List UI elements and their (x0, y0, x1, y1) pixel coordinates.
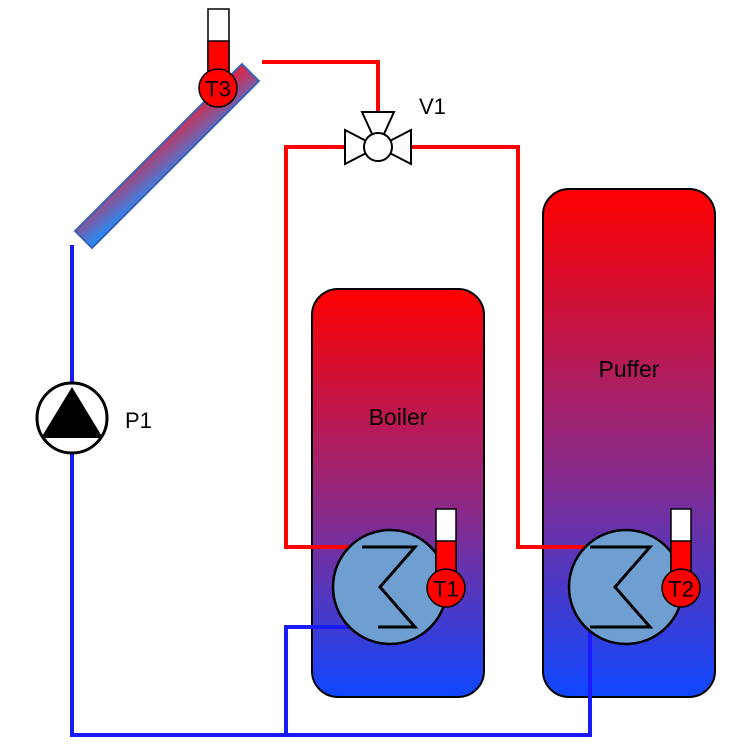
puffer-label: Puffer (599, 356, 660, 382)
collector-sensor: T3 (198, 8, 238, 108)
valve-to-boiler-pipe (284, 145, 362, 549)
puffer-sensor-label: T2 (668, 577, 694, 602)
puffer-sensor: T2 (661, 508, 701, 608)
pump-return-pipe (70, 453, 592, 737)
boiler-label: Boiler (369, 404, 428, 430)
thermometer-icon (435, 508, 457, 575)
thermometer-icon (670, 508, 692, 575)
valve-label: V1 (419, 94, 446, 119)
boiler-return-pipe (284, 625, 378, 735)
collector-to-valve-pipe (262, 60, 380, 112)
valve-to-puffer-pipe (411, 145, 590, 549)
cold-pipes (70, 245, 592, 737)
hot-pipes (262, 60, 590, 549)
boiler-sensor: T1 (426, 508, 466, 608)
collector-sensor-label: T3 (205, 77, 231, 102)
puffer-coil-icon (567, 528, 685, 646)
three-way-valve-icon (344, 111, 412, 166)
pump-label: P1 (125, 408, 152, 433)
boiler-sensor-label: T1 (433, 577, 459, 602)
pump-icon (35, 381, 109, 455)
solar-collector (73, 62, 261, 250)
thermometer-icon (207, 8, 230, 78)
